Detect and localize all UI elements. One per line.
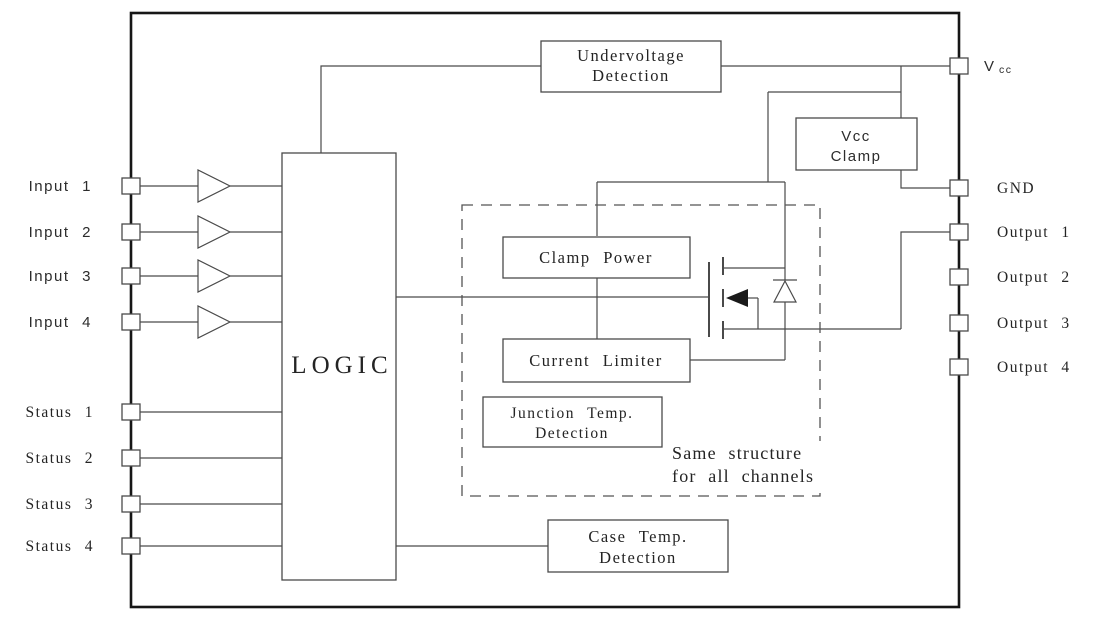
pin-gnd: GND	[949, 179, 1035, 197]
block-logic: LOGIC	[281, 152, 397, 581]
vcc-clamp-label-line1: Vcc	[841, 128, 871, 145]
pin-label: Input 1	[29, 178, 92, 195]
mosfet-body-arrow	[726, 289, 748, 307]
pin-square	[121, 267, 141, 285]
clamp-diode-symbol	[773, 279, 797, 303]
undervoltage-label-line1: Undervoltage	[577, 46, 685, 65]
pin-square	[949, 179, 969, 197]
input-buffers	[197, 169, 232, 339]
pin-output-3: Output 3	[949, 314, 1071, 332]
pin-input-4: Input 4	[29, 313, 141, 331]
pin-status-2: Status 2	[25, 449, 141, 467]
pin-input-1: Input 1	[29, 177, 141, 195]
buffer-input1	[197, 169, 232, 203]
pin-vcc: V cc	[949, 57, 1013, 76]
clamp-power-box	[502, 236, 691, 279]
pin-status-1: Status 1	[25, 403, 141, 421]
mosfet-symbol	[708, 257, 759, 339]
pin-square	[949, 223, 969, 241]
same-structure-note-line1: Same structure	[672, 443, 802, 463]
pin-label: Output 2	[997, 269, 1071, 286]
block-vcc-clamp: Vcc Clamp	[795, 117, 918, 171]
case-temp-label-line2: Detection	[599, 548, 677, 567]
pin-label: V	[984, 58, 996, 75]
vcc-clamp-box	[795, 117, 918, 171]
pin-label-subscript: cc	[999, 64, 1013, 76]
pin-square	[949, 314, 969, 332]
junction-temp-box	[482, 396, 663, 448]
pin-square	[949, 358, 969, 376]
pin-label: Output 3	[997, 315, 1071, 332]
buffer-input2	[197, 215, 232, 249]
pin-input-3: Input 3	[29, 267, 141, 285]
pin-square	[949, 268, 969, 286]
pin-status-4: Status 4	[25, 537, 141, 555]
pin-label: Input 4	[29, 314, 92, 331]
undervoltage-label-line2: Detection	[592, 66, 670, 85]
pin-label: Input 2	[29, 224, 92, 241]
current-limiter-label: Current Limiter	[529, 351, 663, 370]
vcc-clamp-label-line2: Clamp	[831, 148, 882, 165]
pin-label: Output 1	[997, 224, 1071, 241]
diode-triangle	[773, 279, 797, 303]
logic-label: LOGIC	[291, 352, 392, 379]
block-junction-temp-detection: Junction Temp. Detection	[482, 396, 663, 448]
current-limiter-box	[502, 338, 691, 383]
case-temp-box	[547, 519, 729, 573]
pin-label: Status 1	[25, 404, 94, 421]
note-background	[665, 441, 861, 489]
block-undervoltage-detection: Undervoltage Detection	[540, 40, 722, 93]
pin-output-4: Output 4	[949, 358, 1071, 376]
channel-region-dashed-box	[461, 204, 821, 497]
wire-logic-undervoltage	[320, 65, 541, 153]
wire-output1	[900, 231, 950, 329]
pin-output-1: Output 1	[949, 223, 1071, 241]
pin-square	[121, 223, 141, 241]
pin-square	[121, 403, 141, 421]
logic-box	[281, 152, 397, 581]
pin-label: GND	[997, 180, 1035, 197]
pin-square	[121, 537, 141, 555]
block-case-temp-detection: Case Temp. Detection	[547, 519, 729, 573]
wire-clamp-gnd	[900, 170, 950, 189]
pin-square	[121, 177, 141, 195]
pin-square	[949, 57, 969, 75]
pin-input-2: Input 2	[29, 223, 141, 241]
wires	[140, 65, 950, 547]
same-structure-note-line2: for all channels	[672, 466, 814, 486]
pin-label: Status 3	[25, 496, 94, 513]
chip-boundary	[129, 11, 961, 609]
pin-label: Input 3	[29, 268, 92, 285]
clamp-power-label: Clamp Power	[539, 248, 653, 267]
block-clamp-power: Clamp Power	[502, 236, 691, 279]
junction-temp-label-line1: Junction Temp.	[510, 405, 633, 422]
buffer-input3	[197, 259, 232, 293]
case-temp-label-line1: Case Temp.	[588, 527, 687, 546]
buffer-input4	[197, 305, 232, 339]
undervoltage-box	[540, 40, 722, 93]
pin-label: Status 4	[25, 538, 94, 555]
junction-temp-label-line2: Detection	[535, 425, 609, 442]
pin-square	[121, 495, 141, 513]
pin-square	[121, 313, 141, 331]
pin-status-3: Status 3	[25, 495, 141, 513]
pin-square	[121, 449, 141, 467]
pin-label: Status 2	[25, 450, 94, 467]
pin-output-2: Output 2	[949, 268, 1071, 286]
block-current-limiter: Current Limiter	[502, 338, 691, 383]
pin-label: Output 4	[997, 359, 1071, 376]
